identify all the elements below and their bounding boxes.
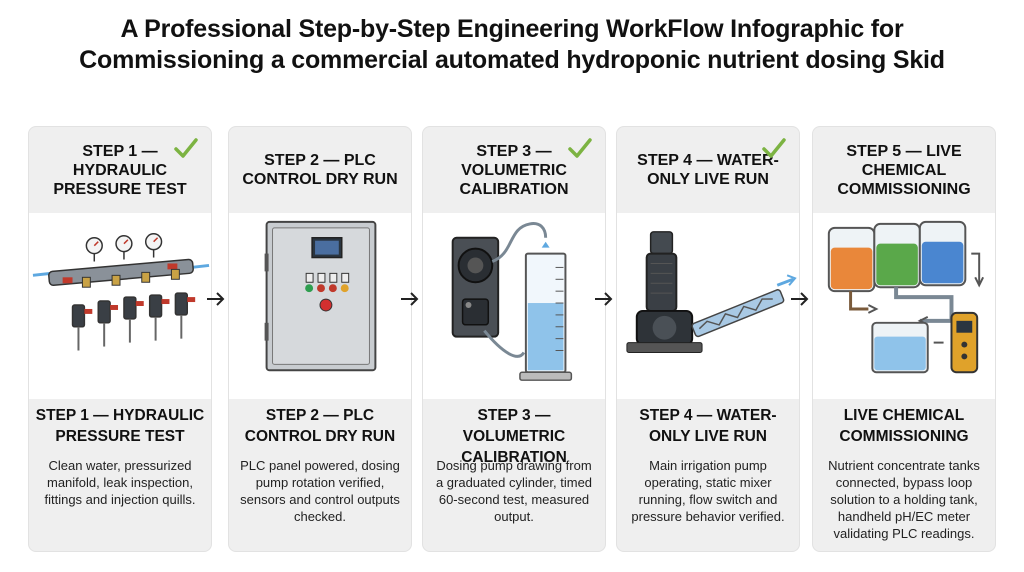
step-1-description: Clean water, pressurized manifold, leak …	[44, 458, 196, 507]
irrigation-pump-icon	[617, 213, 799, 399]
check-icon	[568, 138, 592, 158]
step-3-header: STEP 3 — VOLUMETRIC CALIBRATION	[459, 142, 569, 198]
step-2-card: STEP 2 — PLC CONTROL DRY RUN STEP 2 — PL…	[228, 126, 412, 552]
step-4-subtitle: STEP 4 — WATER-ONLY LIVE RUN	[639, 407, 777, 445]
plc-panel-icon	[229, 213, 411, 399]
step-5-description: Nutrient concentrate tanks connected, by…	[828, 458, 980, 541]
step-3-subtitle: STEP 3 — VOLUMETRIC CALIBRATION	[461, 407, 567, 466]
arrow-right-icon	[595, 292, 613, 306]
check-icon	[762, 138, 786, 158]
title-line-2: Commissioning a commercial automated hyd…	[79, 46, 945, 74]
dosing-pump-cylinder-icon	[423, 213, 605, 399]
step-2-subtitle: STEP 2 — PLC CONTROL DRY RUN	[244, 407, 396, 445]
arrow-right-icon	[207, 292, 225, 306]
check-icon	[174, 138, 198, 158]
title-line-1: A Professional Step-by-Step Engineering …	[120, 15, 904, 43]
step-1-header: STEP 1 — HYDRAULIC PRESSURE TEST	[53, 142, 187, 198]
nutrient-tanks-icon	[813, 213, 995, 399]
step-3-card: STEP 3 — VOLUMETRIC CALIBRATION STEP 3 —…	[422, 126, 606, 552]
step-5-header: STEP 5 — LIVE CHEMICAL COMMISSIONING	[837, 142, 971, 198]
infographic-title: A Professional Step-by-Step Engineering …	[0, 14, 1024, 76]
arrow-right-icon	[791, 292, 809, 306]
step-5-card: STEP 5 — LIVE CHEMICAL COMMISSIONING	[812, 126, 996, 552]
step-4-card: STEP 4 — WATER-ONLY LIVE RUN STEP 4 — WA…	[616, 126, 800, 552]
step-1-card: STEP 1 — HYDRAULIC PRESSURE TEST	[28, 126, 212, 552]
step-2-description: PLC panel powered, dosing pump rotation …	[240, 458, 400, 524]
step-1-subtitle: STEP 1 — HYDRAULIC PRESSURE TEST	[35, 407, 205, 445]
arrow-right-icon	[401, 292, 419, 306]
step-5-subtitle: LIVE CHEMICAL COMMISSIONING	[839, 407, 969, 445]
step-4-header: STEP 4 — WATER-ONLY LIVE RUN	[637, 152, 779, 188]
step-2-header: STEP 2 — PLC CONTROL DRY RUN	[242, 152, 398, 188]
step-3-description: Dosing pump drawing from a graduated cyl…	[435, 458, 593, 524]
pressure-manifold-icon	[29, 213, 211, 399]
step-4-description: Main irrigation pump operating, static m…	[631, 458, 785, 524]
